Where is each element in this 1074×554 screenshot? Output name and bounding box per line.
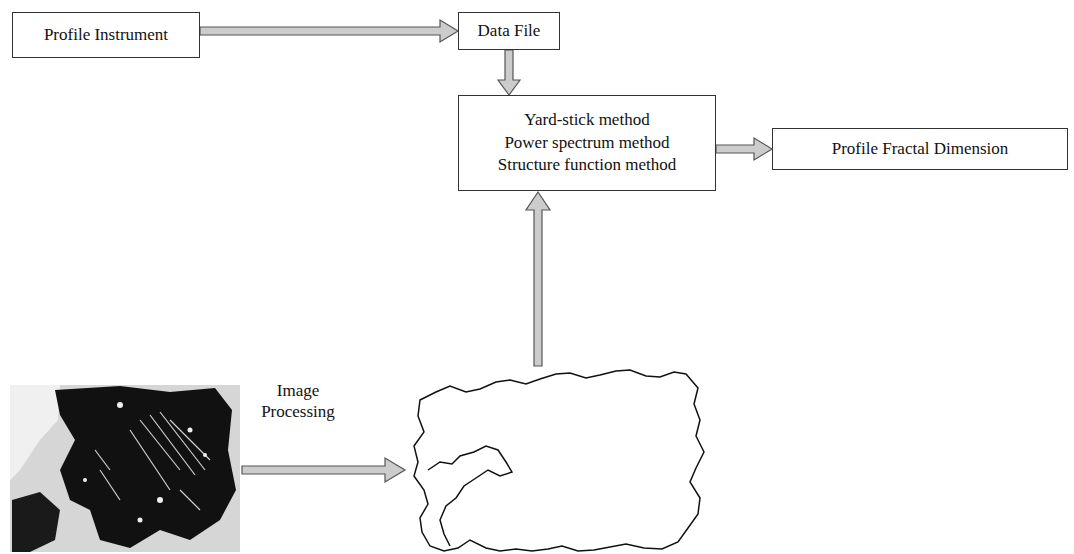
photo-highlights bbox=[83, 402, 207, 523]
node-text: Data File bbox=[478, 20, 541, 43]
node-text: Yard-stick method bbox=[524, 109, 649, 132]
result-box: Profile Fractal Dimension bbox=[772, 128, 1068, 170]
block-arrow bbox=[716, 138, 772, 160]
method-box: Yard-stick methodPower spectrum methodSt… bbox=[458, 95, 716, 191]
node-text: Profile Instrument bbox=[44, 24, 168, 47]
block-arrow bbox=[200, 20, 458, 42]
node-text: Profile Fractal Dimension bbox=[832, 138, 1009, 161]
block-arrow bbox=[498, 50, 520, 95]
processing-arrow bbox=[242, 458, 405, 482]
grain-outline bbox=[414, 370, 704, 551]
process-box: Profile Instrument bbox=[12, 12, 200, 58]
upward-arrow bbox=[526, 192, 550, 366]
node-text: Power spectrum method bbox=[504, 132, 669, 155]
step-label: Image Processing bbox=[250, 380, 346, 423]
photo-light-patch bbox=[10, 385, 60, 480]
process-box: Data File bbox=[458, 12, 560, 50]
node-text: Structure function method bbox=[498, 154, 676, 177]
micrograph-photo bbox=[10, 385, 240, 552]
photo-dark-grain bbox=[55, 386, 236, 548]
photo-texture bbox=[95, 412, 210, 510]
photo-ground bbox=[10, 385, 240, 552]
photo-dark-grain bbox=[12, 492, 60, 552]
